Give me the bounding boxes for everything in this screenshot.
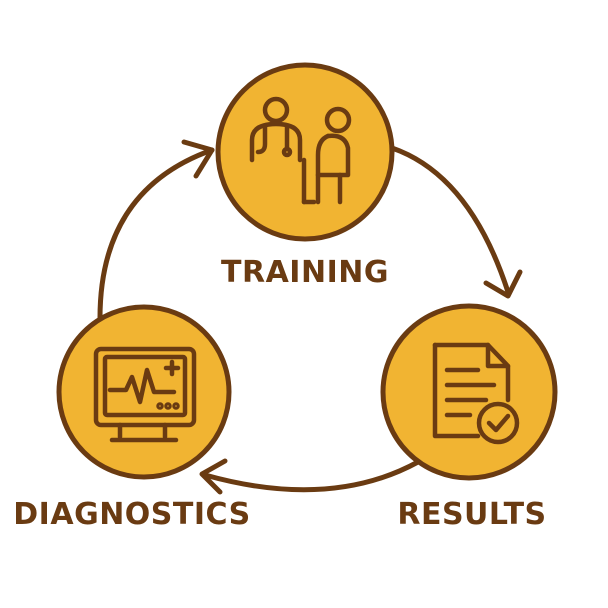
arrow-results-to-diagnostics xyxy=(199,458,421,495)
results-circle xyxy=(380,303,558,481)
node-label-results: RESULTS xyxy=(397,497,546,532)
doctor-patient-icon xyxy=(249,96,352,205)
node-label-diagnostics: DIAGNOSTICS xyxy=(13,497,250,532)
report-check-icon xyxy=(432,342,520,445)
arrow-training-to-results xyxy=(389,145,523,299)
node-training: TRAINING xyxy=(215,62,395,290)
node-diagnostics: DIAGNOSTICS xyxy=(13,304,250,532)
ecg-monitor-icon xyxy=(93,346,197,443)
arrow-diagnostics-to-training xyxy=(97,139,215,321)
node-results: RESULTS xyxy=(380,303,558,532)
node-label-training: TRAINING xyxy=(221,255,389,290)
training-circle xyxy=(215,62,395,242)
